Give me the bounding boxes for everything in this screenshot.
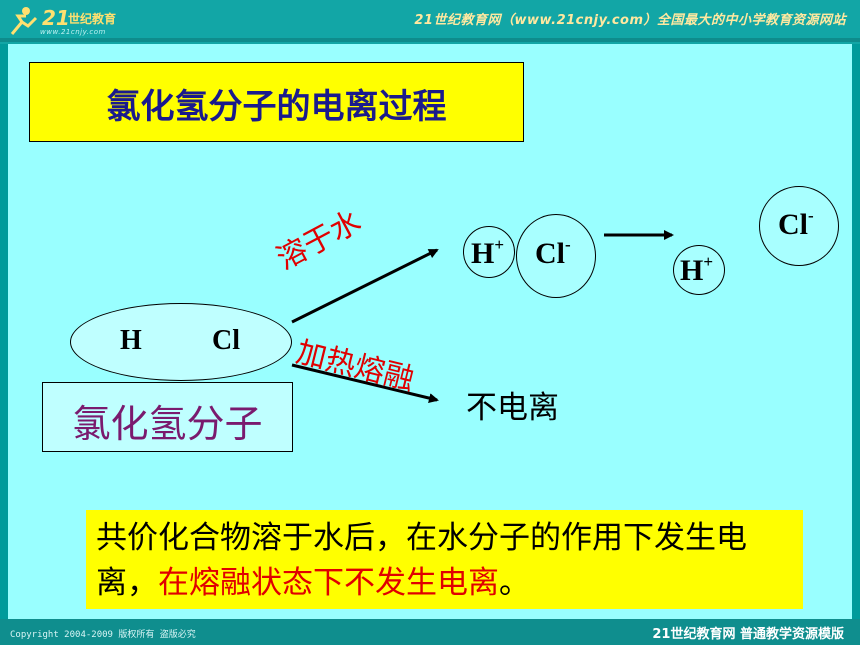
footer-tagline: 21世纪教育网 普通教学资源模版 [652, 627, 844, 642]
header-tagline: 21世纪教育网（www.21cnjy.com）全国最大的中小学教育资源网站 [414, 13, 846, 28]
heat-arrow [291, 363, 439, 403]
dissolve-arrow [291, 248, 439, 324]
cl-ion-1: Cl- [535, 235, 571, 270]
conclusion-part3: 。 [499, 565, 530, 601]
conclusion-box: 共价化合物溶于水后，在水分子的作用下发生电离，在熔融状态下不发生电离。 [86, 510, 803, 609]
atom-h: H [120, 325, 142, 356]
site-logo[interactable]: 21 世纪教育 www.21cnjy.com [6, 4, 146, 40]
h-ion-1: H+ [471, 235, 505, 270]
cl-ion-circle-1 [516, 214, 596, 298]
header-stripe [0, 38, 860, 42]
cl-ion-2: Cl- [778, 206, 814, 241]
atom-cl: Cl [212, 325, 240, 356]
h-ion-circle-2 [673, 245, 725, 295]
hcl-molecule [70, 303, 292, 381]
header-bar: 21 世纪教育 www.21cnjy.com 21世纪教育网（www.21cnj… [0, 0, 860, 44]
no-ionization-text: 不电离 [466, 390, 559, 426]
conclusion-part1: 共价化合物溶于水后，在水分子的作用下发生电离， [96, 520, 747, 601]
runner-icon [10, 7, 38, 35]
molecule-label: 氯化氢分子 [72, 402, 263, 446]
conclusion-text: 共价化合物溶于水后，在水分子的作用下发生电离，在熔融状态下不发生电离。 [96, 516, 801, 606]
h-ion-2: H+ [680, 252, 714, 287]
footer-bar: Copyright 2004-2009 版权所有 盗版必究 21世纪教育网 普通… [0, 619, 860, 645]
logo-number: 21 [42, 6, 70, 30]
logo-url: www.21cnjy.com [40, 28, 106, 36]
slide-title: 氯化氢分子的电离过程 [106, 87, 447, 127]
cl-ion-circle-2 [759, 186, 839, 266]
molecule-label-box: 氯化氢分子 [42, 382, 293, 452]
logo-text: 世纪教育 [68, 12, 117, 26]
conclusion-part2: 在熔融状态下不发生电离 [158, 565, 499, 601]
slide-title-box: 氯化氢分子的电离过程 [29, 62, 524, 142]
h-ion-circle-1 [463, 226, 515, 278]
footer-copyright: Copyright 2004-2009 版权所有 盗版必究 [10, 630, 196, 640]
